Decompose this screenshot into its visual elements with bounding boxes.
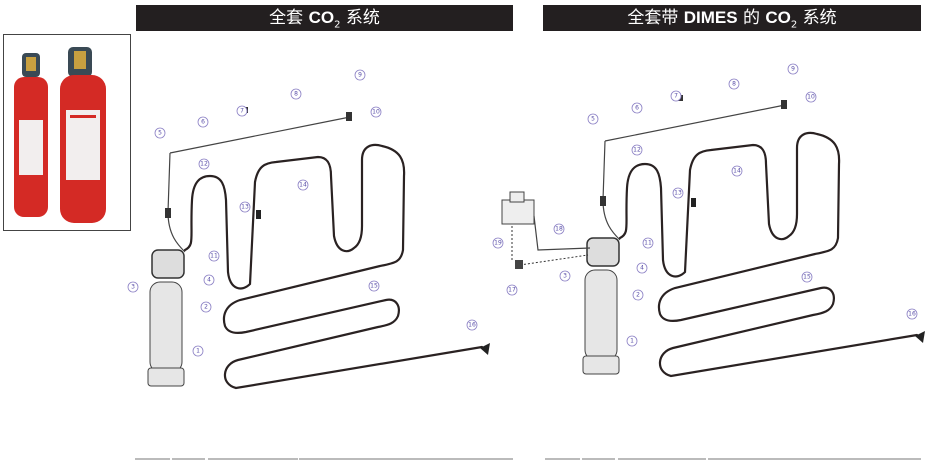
title-text: 系统 [797, 8, 837, 28]
title-text: 的 [737, 8, 766, 28]
svg-text:18: 18 [555, 226, 563, 233]
svg-text:6: 6 [635, 105, 639, 112]
svg-text:16: 16 [908, 311, 916, 318]
title-text: 全套 [269, 8, 309, 28]
part-label: 6 [197, 116, 209, 128]
part-label: 14 [297, 179, 309, 191]
svg-text:9: 9 [791, 66, 795, 73]
table-header-rule [208, 458, 298, 460]
table-header-rule [299, 458, 513, 460]
part-label: 9 [787, 63, 799, 75]
left-part-labels: 1 2 3 4 5 6 7 8 9 10 11 12 13 14 15 16 [127, 69, 478, 357]
part-label: 17 [506, 284, 518, 296]
svg-text:8: 8 [294, 91, 298, 98]
part-label: 10 [370, 106, 382, 118]
title-subscript: 2 [334, 19, 341, 31]
svg-text:2: 2 [204, 304, 208, 311]
part-label: 2 [632, 289, 644, 301]
part-label: 1 [626, 335, 638, 347]
title-dimes: DIMES [683, 8, 738, 27]
part-label: 1 [192, 345, 204, 357]
right-part-labels: 1 2 3 4 5 6 7 8 9 10 11 12 13 14 15 16 1… [492, 63, 918, 347]
svg-text:13: 13 [241, 204, 249, 211]
table-header-rule [582, 458, 615, 460]
svg-text:15: 15 [803, 274, 811, 281]
svg-text:5: 5 [158, 130, 162, 137]
svg-text:17: 17 [508, 287, 516, 294]
svg-text:7: 7 [240, 108, 244, 115]
part-label: 15 [801, 271, 813, 283]
co2-cylinders-photo [3, 34, 131, 231]
title-subscript: 2 [790, 19, 798, 31]
part-label: 16 [466, 319, 478, 331]
part-label: 11 [642, 237, 654, 249]
part-label: 9 [354, 69, 366, 81]
svg-text:3: 3 [131, 284, 135, 291]
svg-text:6: 6 [201, 119, 205, 126]
svg-text:5: 5 [591, 116, 595, 123]
right-dimes-co2-system-diagram [501, 93, 927, 378]
svg-text:12: 12 [200, 161, 208, 168]
part-label: 6 [631, 102, 643, 114]
table-header-rule [708, 458, 921, 460]
part-label: 8 [728, 78, 740, 90]
svg-text:3: 3 [563, 273, 567, 280]
svg-text:14: 14 [733, 168, 741, 175]
part-label: 3 [127, 281, 139, 293]
part-label: 14 [731, 165, 743, 177]
part-label: 12 [198, 158, 210, 170]
part-label: 4 [636, 262, 648, 274]
part-label: 13 [239, 201, 251, 213]
svg-text:9: 9 [358, 72, 362, 79]
right-panel-title: 全套带 DIMES 的 CO2 系统 [543, 5, 921, 31]
svg-text:11: 11 [644, 240, 652, 247]
svg-text:7: 7 [674, 93, 678, 100]
table-header-rule [618, 458, 706, 460]
part-label: 13 [672, 187, 684, 199]
title-co2: CO [308, 8, 335, 27]
part-label: 5 [587, 113, 599, 125]
cylinders-image [14, 47, 106, 223]
title-text: 系统 [340, 8, 380, 28]
svg-text:19: 19 [494, 240, 502, 247]
part-label: 7 [670, 90, 682, 102]
part-label: 7 [236, 105, 248, 117]
part-label: 18 [553, 223, 565, 235]
part-label: 10 [805, 91, 817, 103]
part-label: 19 [492, 237, 504, 249]
svg-text:4: 4 [207, 277, 211, 284]
svg-text:11: 11 [210, 253, 218, 260]
svg-text:16: 16 [468, 322, 476, 329]
table-header-rule [172, 458, 205, 460]
svg-text:8: 8 [732, 81, 736, 88]
svg-text:1: 1 [196, 348, 200, 355]
svg-text:10: 10 [372, 109, 380, 116]
svg-text:2: 2 [636, 292, 640, 299]
svg-text:15: 15 [370, 283, 378, 290]
svg-text:4: 4 [640, 265, 644, 272]
title-text: 全套带 [627, 8, 684, 28]
part-label: 3 [559, 270, 571, 282]
part-label: 4 [203, 274, 215, 286]
svg-text:10: 10 [807, 94, 815, 101]
part-label: 8 [290, 88, 302, 100]
part-label: 15 [368, 280, 380, 292]
left-panel-title: 全套 CO2 系统 [136, 5, 513, 31]
table-header-rule [545, 458, 580, 460]
part-label: 11 [208, 250, 220, 262]
part-label: 12 [631, 144, 643, 156]
svg-text:1: 1 [630, 338, 634, 345]
table-header-rule [135, 458, 170, 460]
part-label: 16 [906, 308, 918, 320]
title-co2: CO [765, 8, 791, 27]
part-label: 5 [154, 127, 166, 139]
svg-text:12: 12 [633, 147, 641, 154]
part-label: 2 [200, 301, 212, 313]
svg-text:13: 13 [674, 190, 682, 197]
svg-text:14: 14 [299, 182, 307, 189]
